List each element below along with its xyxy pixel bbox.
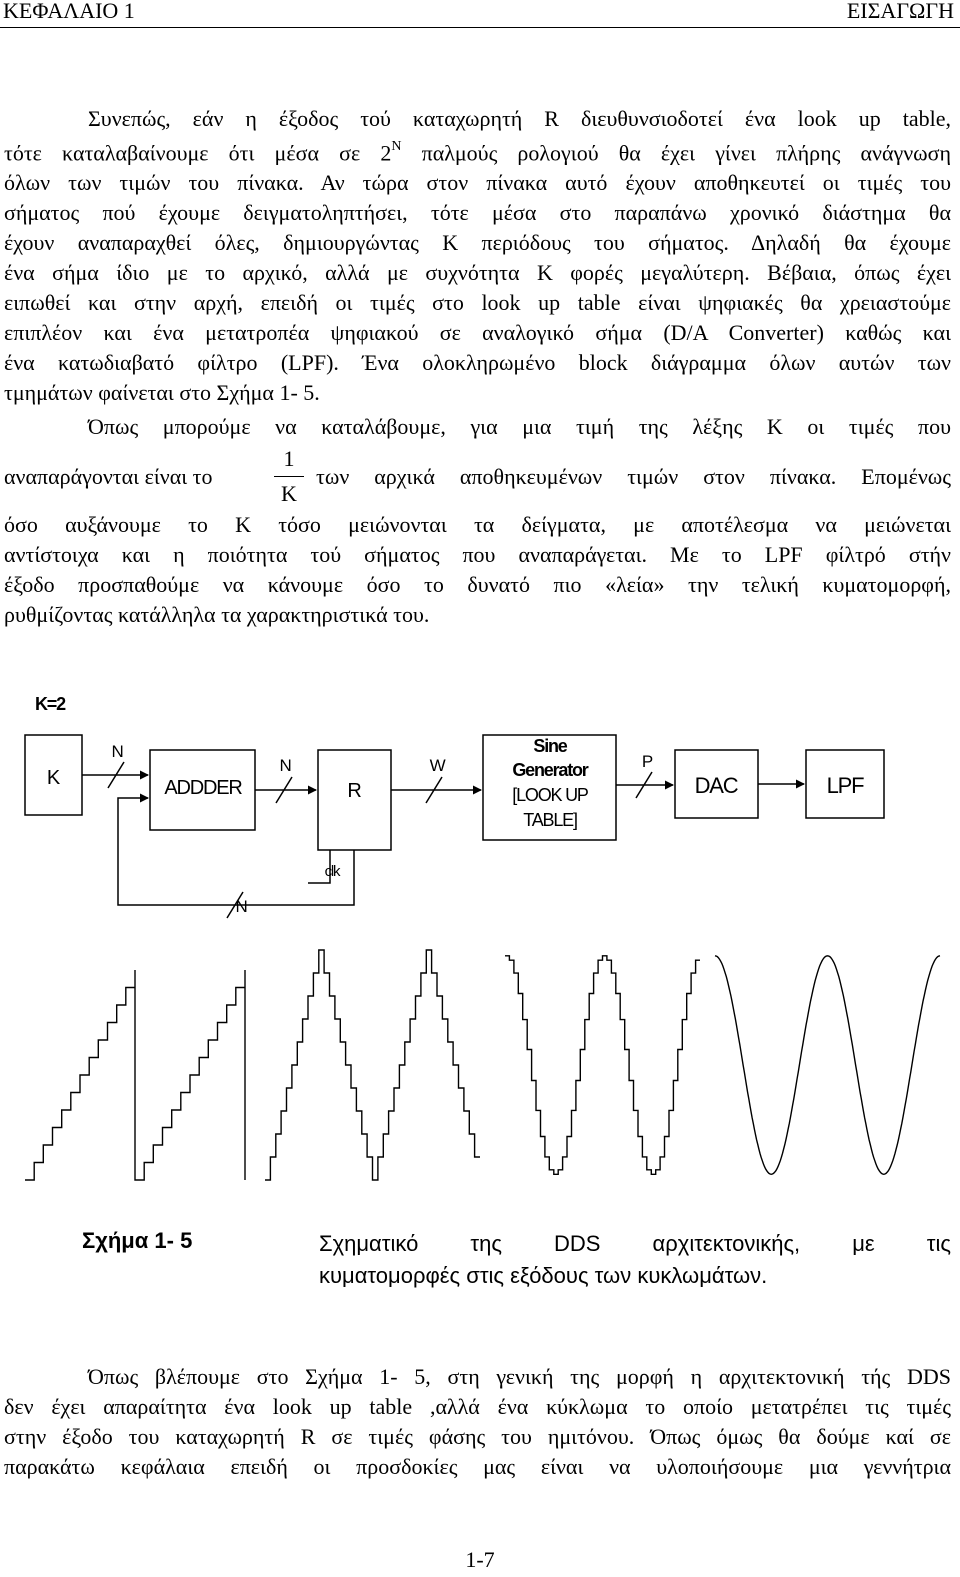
paragraph-3: Όπως βλέπουμε στο Σχήμα 1- 5, στη γενική… [4,1362,951,1482]
bus-label-p: P [642,752,653,771]
paragraph-line: σήματος πού έχουμε δειγματοληπτήσει, τότ… [4,200,951,226]
paragraph-line: ένα κατωδιαβατό φίλτρο (LPF). Ένα ολοκλη… [4,350,951,376]
k-value-label: K=2 [35,694,66,714]
paragraph-line: ειπωθεί και στην αρχή, επειδή οι τιμές σ… [4,290,951,316]
paragraph-line: ρυθμίζοντας κατάλληλα τα χαρακτηριστικά … [4,602,430,627]
register-block [317,749,392,851]
paragraph-2: όσο αυξάνουμε το Κ τόσο μειώνονται τα δε… [4,510,951,630]
paragraph-line: τότε καταλαβαίνουμε ότι μέσα σε 2N παλμο… [4,134,951,168]
clock-label: clk [325,863,341,880]
paragraph-line: όλων των τιμών του πίνακα. Αν τώρα στον … [4,170,951,196]
chapter-header: ΚΕΦΑΛΑΙΟ 1 [3,0,135,23]
paragraph-2-first-line: Όπως μπορούμε να καταλάβουμε, για μια τι… [4,412,951,442]
dds-block-diagram: K=2 K ADDDER R Sine Generator [LOOK UP T… [24,694,941,1181]
feedback-bus [117,793,355,906]
dac-block-label: DAC [695,773,739,798]
sine-generator-line: Sine [533,736,567,756]
sine-generator-block [482,734,617,841]
paragraph-1: Συνεπώς, εάν η έξοδος τού καταχωρητή R δ… [4,104,951,408]
caption-line: Σχηματικό της DDS αρχιτεκτονικής, με τις [319,1231,951,1256]
paragraph-line: επιπλέον και ένα μετατροπέα ψηφιακού σε … [4,320,951,346]
smooth-sine-waveform [714,955,941,1176]
section-header: ΕΙΣΑΓΩΓΗ [846,0,954,23]
bus-label-w: W [430,756,446,775]
paragraph-line: αντίστοιχα και η ποιότητα τού σήματος πο… [4,542,951,567]
paragraph-line: όσο αυξάνουμε το Κ τόσο μειώνονται τα δε… [4,512,951,537]
clock-line [308,850,331,884]
bus-width-tick [635,771,653,799]
text-fragment: αναπαράγονται είναι το [4,464,213,489]
caption-line: κυματομορφές στις εξόδους των κυκλωμάτων… [319,1263,768,1288]
text-fragment: τότε καταλαβαίνουμε ότι μέσα σε 2 [4,140,392,166]
fraction-line: αναπαράγονται είναι το 1 K των αρχικά απ… [4,442,951,512]
sine-generator-line: TABLE] [523,810,577,830]
k-block-label: K [47,767,61,789]
k-block [24,734,83,816]
paragraph-line: τμημάτων φαίνεται στο Σχήμα 1- 5. [4,380,320,406]
bus-label-n: N [111,742,122,761]
fraction-numerator: 1 [274,444,304,477]
figure-caption-label: Σχήμα 1- 5 [82,1228,193,1253]
staircase-triangle-waveform [265,949,480,1181]
paragraph-line: έχουν αναπαραχθεί όλες, δημιουργώντας Κ … [4,230,951,256]
text-fragment: παλμούς ρολογιού θα έχει γίνει πλήρης αν… [401,140,951,166]
bus-label-n-feedback: N [235,897,246,916]
adder-block-label: ADDDER [164,777,242,799]
bus-width-tick [275,776,293,804]
header-rule [0,27,960,28]
paragraph-line: παρακάτω κεφάλαια επειδή οι προσδοκίες μ… [4,1454,951,1479]
bus-label-n: N [279,756,290,775]
paragraph-line: στην έξοδο του καταχωρητή R σε τιμές φάσ… [4,1424,951,1449]
text-fragment: των αρχικά αποθηκευμένων τιμών στον πίνα… [316,464,951,489]
lpf-block [805,749,885,819]
lpf-block-label: LPF [827,773,865,798]
paragraph-line: ένα σήμα ίδιο με το αρχικό, αλλά με συχν… [4,260,951,286]
staircase-sine-waveform [505,955,700,1175]
adder-block [149,749,256,831]
fraction-denominator: K [281,481,297,506]
paragraph-line: έξοδο προσπαθούμε να κάνουμε όσο το δυνα… [4,572,951,597]
bus-width-tick [425,776,443,804]
page-number: 1-7 [465,1547,495,1572]
paragraph-line: Όπως βλέπουμε στο Σχήμα 1- 5, στη γενική… [88,1364,951,1389]
bus-width-tick [226,891,244,919]
register-block-label: R [347,780,361,802]
fraction-one-over-k: 1 K [274,444,304,509]
sine-generator-line: [LOOK UP [512,785,589,805]
dac-block [674,749,759,819]
superscript: N [391,139,402,154]
paragraph-line: Όπως μπορούμε να καταλάβουμε, για μια τι… [88,414,951,439]
paragraph-line: Συνεπώς, εάν η έξοδος τού καταχωρητή R δ… [88,106,951,131]
sine-generator-line: Generator [512,760,588,780]
figure-caption-text: Σχηματικό της DDS αρχιτεκτονικής, με τις… [319,1228,951,1292]
staircase-ramp-waveform [25,970,246,1181]
bus-width-tick [107,761,125,789]
paragraph-line: δεν έχει απαραίτητα ένα look up table ,α… [4,1394,951,1419]
